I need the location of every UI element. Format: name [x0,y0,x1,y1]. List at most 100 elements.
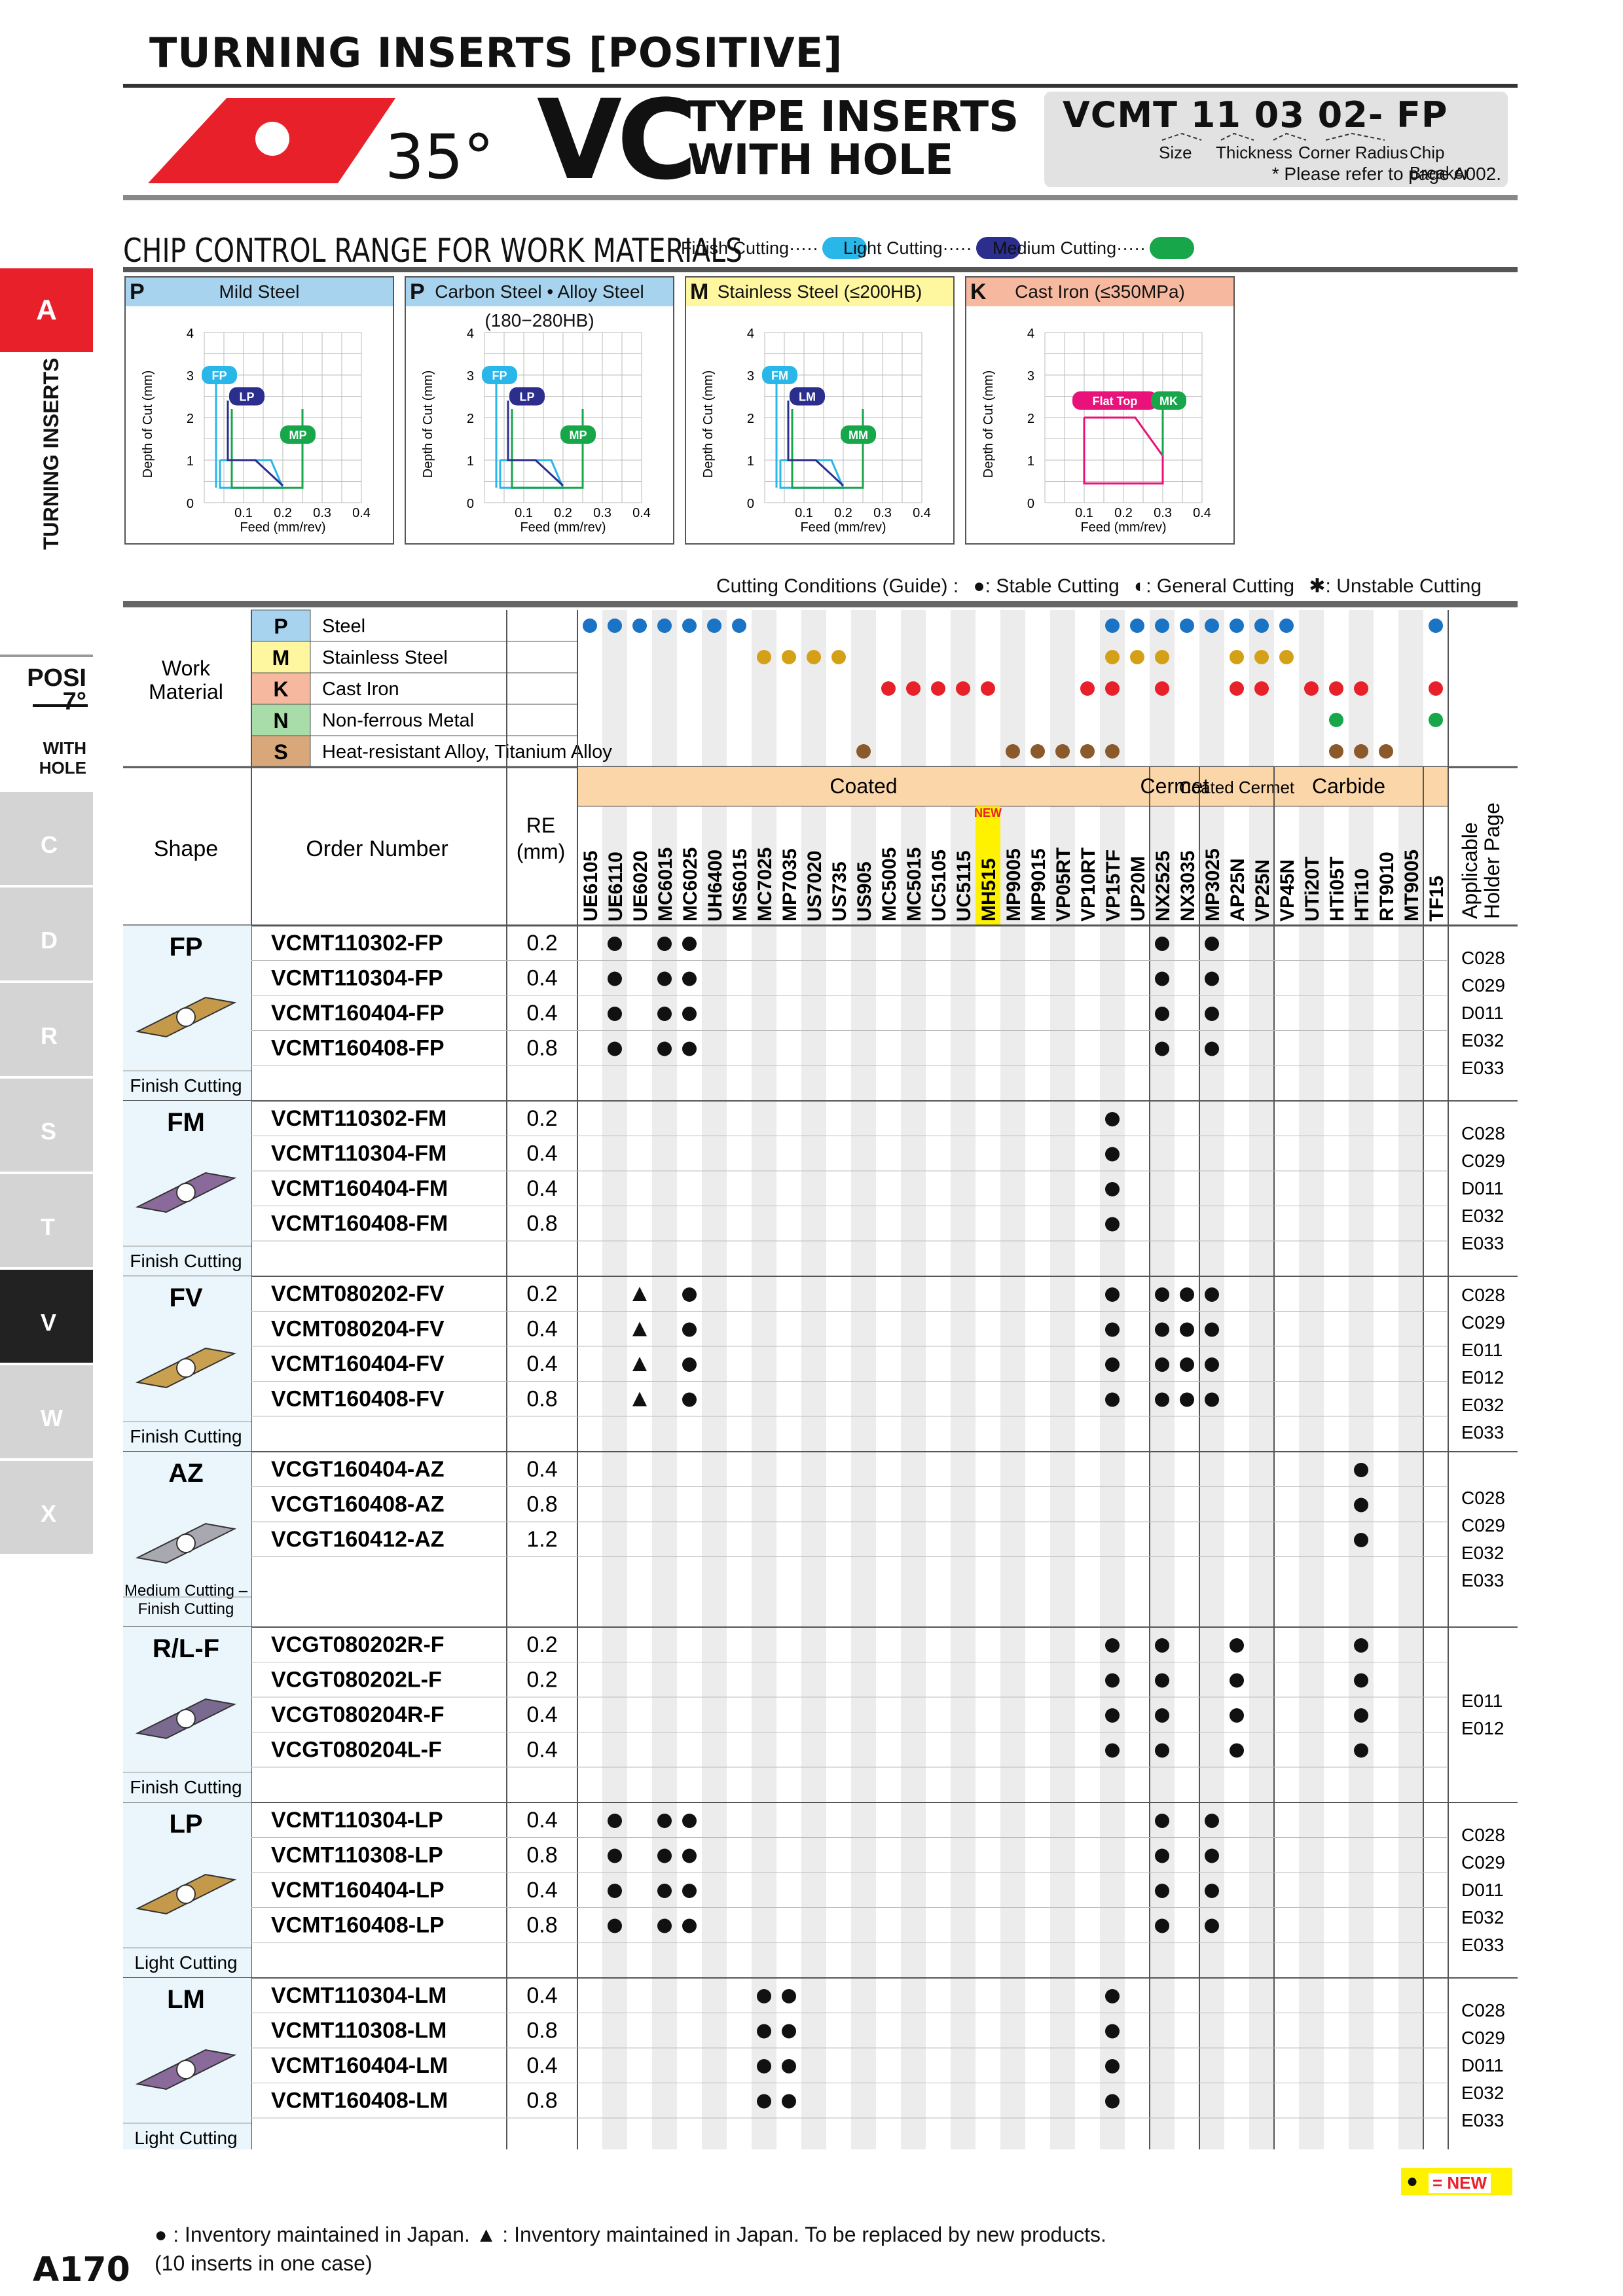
grade-mh515: MH515 [978,858,1000,922]
page-title: TURNING INSERTS [POSITIVE] [149,29,843,77]
svg-text:C029: C029 [1461,2028,1505,2048]
grade-mc5005: MC5005 [879,848,900,922]
svg-text:D011: D011 [1461,2055,1504,2075]
order-number: VCMT160408-LM [271,2089,448,2113]
order-number: VCMT160408-LP [271,1913,445,1938]
svg-text:MM: MM [848,429,868,442]
svg-text:M: M [272,646,290,670]
shape-tab-d[interactable]: D [0,888,93,983]
posi-underline [33,704,88,707]
grade-mc7025: MC7025 [754,848,776,922]
grade-uc5105: UC5105 [928,850,950,922]
svg-text:0.2: 0.2 [526,1106,557,1131]
angle-label: 35° [385,122,494,193]
label-chip-breaker: Chip Breaker [1410,143,1470,183]
grade-mc6025: MC6025 [680,848,701,922]
shape-tab-v[interactable]: V [0,1270,93,1365]
svg-text:C029: C029 [1461,1312,1505,1333]
grade-uh6400: UH6400 [704,850,726,922]
svg-text:1.2: 1.2 [526,1527,557,1552]
svg-text:0.4: 0.4 [526,1176,557,1201]
svg-text:0.2: 0.2 [554,506,572,520]
svg-text:N: N [273,709,288,732]
svg-text:0: 0 [747,497,754,511]
order-number: VCMT080204-FV [271,1317,445,1342]
label-size: Size [1159,143,1192,162]
legend-medium: Medium Cutting····· [993,237,1195,259]
svg-text:E032: E032 [1461,2083,1504,2103]
grade-mp9005: MP9005 [1003,848,1025,922]
shape-tab-label: W [41,1405,63,1431]
material-name: Carbon Steel • Alloy Steel (180−280HB) [435,281,644,331]
light-swatch [976,237,1021,259]
type-description: TYPE INSERTS WITH HOLE [687,93,1019,185]
svg-text:3: 3 [467,369,474,384]
svg-text:RE: RE [526,814,555,837]
section-tab-a[interactable]: A [0,268,93,352]
grade-mc5015: MC5015 [903,848,925,922]
shape-tab-w[interactable]: W [0,1365,93,1461]
svg-text:0: 0 [1027,497,1034,511]
svg-text:0.1: 0.1 [795,506,813,520]
svg-text:Finish Cutting: Finish Cutting [138,1600,234,1618]
svg-text:0.4: 0.4 [526,1317,557,1342]
shape-tab-c[interactable]: C [0,792,93,888]
svg-text:0.8: 0.8 [526,1913,557,1938]
svg-text:0.4: 0.4 [526,1141,557,1166]
svg-text:Feed (mm/rev): Feed (mm/rev) [520,520,606,535]
svg-text:0.4: 0.4 [526,2053,557,2078]
grade-tf15: TF15 [1426,876,1448,922]
svg-text:D011: D011 [1461,1003,1504,1023]
material-name: Cast Iron (≤350MPa) [1015,281,1185,302]
svg-text:Stainless Steel: Stainless Steel [322,647,448,668]
grade-vp45n: VP45N [1277,859,1298,922]
svg-text:E032: E032 [1461,1543,1504,1563]
svg-text:MK: MK [1159,395,1178,408]
svg-text:0.4: 0.4 [526,1738,557,1763]
svg-text:Order Number: Order Number [306,836,448,861]
grade-ms6015: MS6015 [729,848,751,922]
svg-text:0.1: 0.1 [515,506,533,520]
svg-text:3: 3 [1027,369,1034,384]
svg-text:E032: E032 [1461,1395,1504,1415]
type-code: VC [537,76,697,204]
grade-us905: US905 [854,861,875,922]
shape-tab-label: T [41,1213,55,1240]
svg-text:0.8: 0.8 [526,1036,557,1061]
legend-light: Light Cutting····· [843,237,1021,259]
order-number: VCMT160404-LM [271,2053,448,2078]
svg-text:2: 2 [747,412,754,426]
grade-us7020: US7020 [804,851,826,922]
svg-text:0.8: 0.8 [526,2018,557,2043]
order-number: VCMT160404-FP [271,1001,445,1026]
shape-tab-t[interactable]: T [0,1174,93,1270]
sidebar-divider [0,655,93,657]
svg-text:(mm): (mm) [517,840,566,863]
designation-code: VCMT 11 03 02- FP [1063,94,1448,135]
svg-text:C028: C028 [1461,1825,1505,1845]
header-rule [123,195,1518,200]
grade-ue6105: UE6105 [580,851,602,922]
material-name: Stainless Steel (≤200HB) [717,281,922,302]
svg-text:FM: FM [167,1108,205,1137]
order-number: VCGT080204R-F [271,1702,445,1727]
footer-note-case: (10 inserts in one case) [155,2251,373,2275]
order-number: VCMT160408-FP [271,1036,445,1061]
svg-text:Applicable: Applicable [1458,822,1482,919]
shape-tab-s[interactable]: S [0,1079,93,1174]
shape-tab-label: V [41,1309,57,1336]
svg-text:C029: C029 [1461,975,1505,996]
grade-mp9015: MP9015 [1028,848,1049,922]
shape-tab-r[interactable]: R [0,983,93,1079]
svg-text:C029: C029 [1461,1515,1505,1535]
svg-text:0.8: 0.8 [526,1387,557,1412]
svg-text:Holder Page: Holder Page [1480,802,1504,919]
svg-text:C028: C028 [1461,1123,1505,1143]
svg-text:2: 2 [1027,412,1034,426]
shape-tab-x[interactable]: X [0,1461,93,1556]
